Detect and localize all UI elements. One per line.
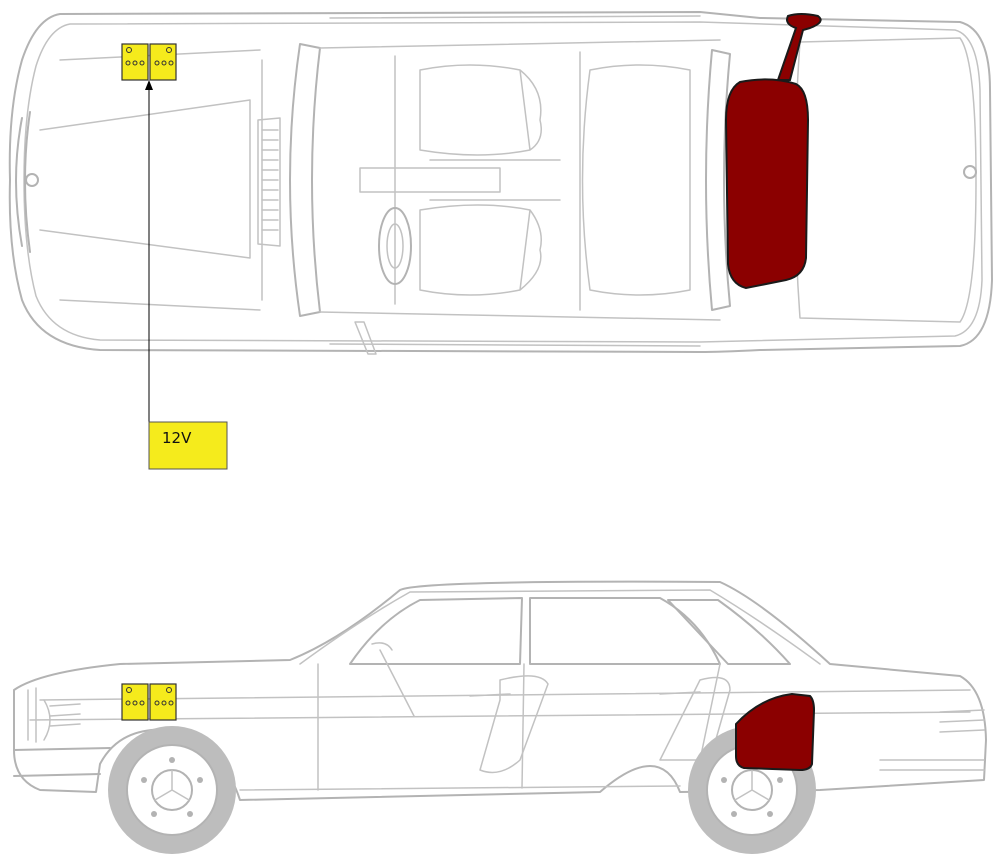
car-side-front-bumper xyxy=(13,747,111,777)
car-top-vent xyxy=(257,117,281,247)
fuel-tank-side-shape xyxy=(735,692,816,772)
car-top-steering-wheel xyxy=(378,207,412,285)
car-side-front-window xyxy=(349,597,523,665)
car-top-front-seat-left xyxy=(419,64,542,156)
car-top-rear-bench xyxy=(581,64,691,296)
wheel-icon xyxy=(108,726,236,854)
battery-side xyxy=(121,683,177,721)
car-side-view xyxy=(13,580,987,801)
battery-voltage-label: 12V xyxy=(148,421,228,470)
car-top-view xyxy=(8,11,993,355)
battery-voltage-text: 12V xyxy=(162,429,192,447)
car-top-emblem xyxy=(25,173,39,187)
car-top-console xyxy=(359,159,561,201)
car-top-trunk xyxy=(794,37,977,323)
battery-icon xyxy=(121,43,177,81)
car-top-grille xyxy=(15,111,31,253)
car-side-steering xyxy=(371,642,415,717)
car-top-steering-hub xyxy=(386,223,404,269)
car-top-body-outline xyxy=(8,11,993,353)
car-top-sill xyxy=(329,15,701,347)
car-top-rear-emblem xyxy=(963,165,977,179)
fuel-filler-neck-top xyxy=(776,13,822,81)
battery-top xyxy=(121,43,177,81)
car-top-front-seat-right xyxy=(419,204,542,296)
car-top-mirror xyxy=(354,321,377,355)
battery-leader xyxy=(145,80,153,422)
car-side-roof xyxy=(299,589,821,665)
car-side-front-seat xyxy=(479,675,549,774)
car-side-quarter-window xyxy=(667,599,791,665)
car-side-rear-window xyxy=(529,597,721,665)
car-side-taillight xyxy=(879,709,985,771)
car-side-headlight xyxy=(27,687,81,743)
fuel-tank-icon xyxy=(724,78,810,290)
front-wheel xyxy=(108,726,236,854)
fuel-tank-top xyxy=(724,13,822,290)
car-side-doors xyxy=(317,663,721,791)
car-top-windshield xyxy=(289,43,321,317)
fuel-tank-side xyxy=(735,692,816,772)
car-top-cabin xyxy=(319,39,721,321)
car-top-inner-outline xyxy=(23,21,983,343)
